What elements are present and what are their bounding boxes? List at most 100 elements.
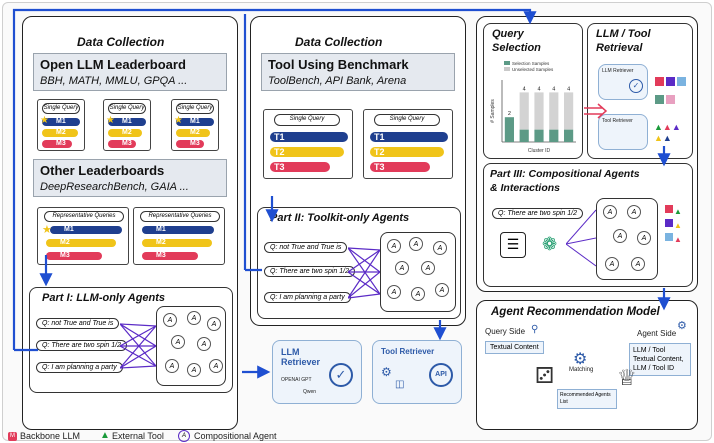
m3-bar: M3 xyxy=(142,252,198,260)
legend-agent: Compositional Agent xyxy=(194,431,277,441)
single-query-bubble: Single Query xyxy=(42,103,80,114)
representative-query-card: Representative Queries M1 M2 M3 ★ xyxy=(37,207,129,265)
llm-icon xyxy=(655,77,664,86)
matching-gear-icon: ⚙ xyxy=(573,351,588,368)
query-bubble: Q: not True and True is xyxy=(36,318,120,329)
bar-selected xyxy=(564,129,574,142)
retrieval-title-2: Retrieval xyxy=(596,42,643,54)
tower-icon: ⚂ xyxy=(535,363,555,388)
agent-side-label: Agent Side xyxy=(637,329,677,338)
open-llm-benchmarks: BBH, MATH, MMLU, GPQA ... xyxy=(40,75,188,87)
bar-unselected xyxy=(534,92,544,130)
database-icon: ◫ xyxy=(395,379,405,390)
single-query-card: Single Query M1 M2 M3 ★ xyxy=(37,99,85,151)
legend-backbone: Backbone LLM xyxy=(20,431,81,441)
api-icon: API xyxy=(429,363,453,387)
query-textual-content: Textual Content xyxy=(485,341,544,354)
agent-node: A xyxy=(187,311,201,325)
agent-node: A xyxy=(209,359,223,373)
t1-bar: T1 xyxy=(270,132,348,142)
llm-icon xyxy=(665,205,673,213)
bar-data-label: 4 xyxy=(567,86,570,92)
m2-bar: M2 xyxy=(176,129,210,137)
m2-bar: M2 xyxy=(42,129,78,137)
agent-node: A xyxy=(197,337,211,351)
m1-bar: M1 xyxy=(50,226,122,234)
other-leaderboards-box: Other Leaderboards DeepResearchBench, GA… xyxy=(33,159,227,197)
tool-icon: ▲ xyxy=(671,122,681,132)
check-circle-icon: ✓ xyxy=(629,79,643,93)
tool-retriever-mini-label: Tool Retriever xyxy=(602,118,633,124)
m2-bar: M2 xyxy=(108,129,142,137)
t1-bar: T1 xyxy=(370,132,448,142)
external-tool-icon: ▲ xyxy=(100,430,110,441)
legend-swatch-selected xyxy=(504,61,510,65)
x-axis-label: Cluster ID xyxy=(528,148,551,154)
gear-icon: ⚙ xyxy=(381,365,392,379)
tool-retriever-mini: Tool Retriever xyxy=(598,114,648,150)
bar-data-label: 4 xyxy=(552,86,555,92)
agent-node: A xyxy=(387,285,401,299)
llm-tool-retrieval-panel: LLM / Tool Retrieval LLM Retriever ✓ Too… xyxy=(587,23,693,159)
llm-icon xyxy=(666,95,675,104)
compose-links xyxy=(566,209,596,267)
agent-node: A xyxy=(207,317,221,331)
retrieval-title-1: LLM / Tool xyxy=(596,28,651,40)
llm-icon xyxy=(677,77,686,86)
bar-unselected xyxy=(564,92,574,130)
tool-icon: ▲ xyxy=(674,207,682,216)
bar-data-label: 2 xyxy=(508,111,511,117)
bar-selected xyxy=(519,129,529,142)
llm-icon xyxy=(666,77,675,86)
query-bubble: Q: There are two spin 1/2 xyxy=(492,208,583,219)
qwen-label: Qwen xyxy=(303,389,317,395)
tool-retriever-box: Tool Retriever ⚙ ◫ API xyxy=(372,340,462,404)
document-icon: ☰ xyxy=(500,232,526,258)
legend: M Backbone LLM ▲ External Tool A Composi… xyxy=(8,430,408,442)
agent-cluster: A A A A A A A A xyxy=(380,232,456,312)
panel2-title: Data Collection xyxy=(295,35,383,49)
query-selection-title-1: Query xyxy=(492,28,524,40)
search-icon: ⚲ xyxy=(531,324,539,335)
legend-label-unselected: Unselected Samples xyxy=(512,67,554,72)
tool-icon: ▲ xyxy=(662,122,672,132)
query-agent-links xyxy=(120,323,156,369)
agent-node: A xyxy=(395,261,409,275)
single-query-bubble: Single Query xyxy=(374,114,440,126)
robot-icon: ⚙ xyxy=(677,320,687,332)
bar-unselected xyxy=(519,92,529,130)
bar-data-label: 4 xyxy=(537,86,540,92)
tool-icon: ▲ xyxy=(662,133,672,143)
query-selection-title-2: Selection xyxy=(492,42,541,54)
agent-node: A xyxy=(421,261,435,275)
t2-bar: T2 xyxy=(270,147,344,157)
other-leaderboards-title: Other Leaderboards xyxy=(40,163,165,178)
tool-icon: ▲ xyxy=(654,122,663,132)
legend-swatch-unselected xyxy=(504,67,510,71)
query-agent-links xyxy=(348,247,380,299)
openai-label: OPENAI GPT xyxy=(281,377,312,383)
llm-retriever-mini: LLM Retriever ✓ xyxy=(598,64,648,100)
llm-retriever-mini-label: LLM Retriever xyxy=(602,68,634,74)
control-tower-icon: ♕ xyxy=(617,365,637,390)
m3-bar: M3 xyxy=(176,140,204,148)
bar-selected xyxy=(549,129,559,142)
star-icon: ★ xyxy=(42,224,52,236)
part1-title: Part I: LLM-only Agents xyxy=(42,292,166,304)
query-side-label: Query Side xyxy=(485,327,526,336)
representative-queries-bubble: Representative Queries xyxy=(44,211,124,222)
tool-query-card: Single Query T1 T2 T3 xyxy=(363,109,453,179)
m3-bar: M3 xyxy=(46,252,102,260)
tool-query-card: Single Query T1 T2 T3 xyxy=(263,109,353,179)
m1-bar: M1 xyxy=(142,226,214,234)
llm-icon xyxy=(665,233,673,241)
bar-selected xyxy=(504,117,514,142)
agent-node: A xyxy=(387,239,401,253)
panel-llm-data: Data Collection Open LLM Leaderboard BBH… xyxy=(22,16,238,430)
recommendation-title: Agent Recommendation Model xyxy=(491,306,660,318)
panel1-title: Data Collection xyxy=(77,35,165,49)
other-leaderboards-benchmarks: DeepResearchBench, GAIA ... xyxy=(40,181,189,193)
agent-cluster: A A A A A A A A xyxy=(156,306,226,386)
